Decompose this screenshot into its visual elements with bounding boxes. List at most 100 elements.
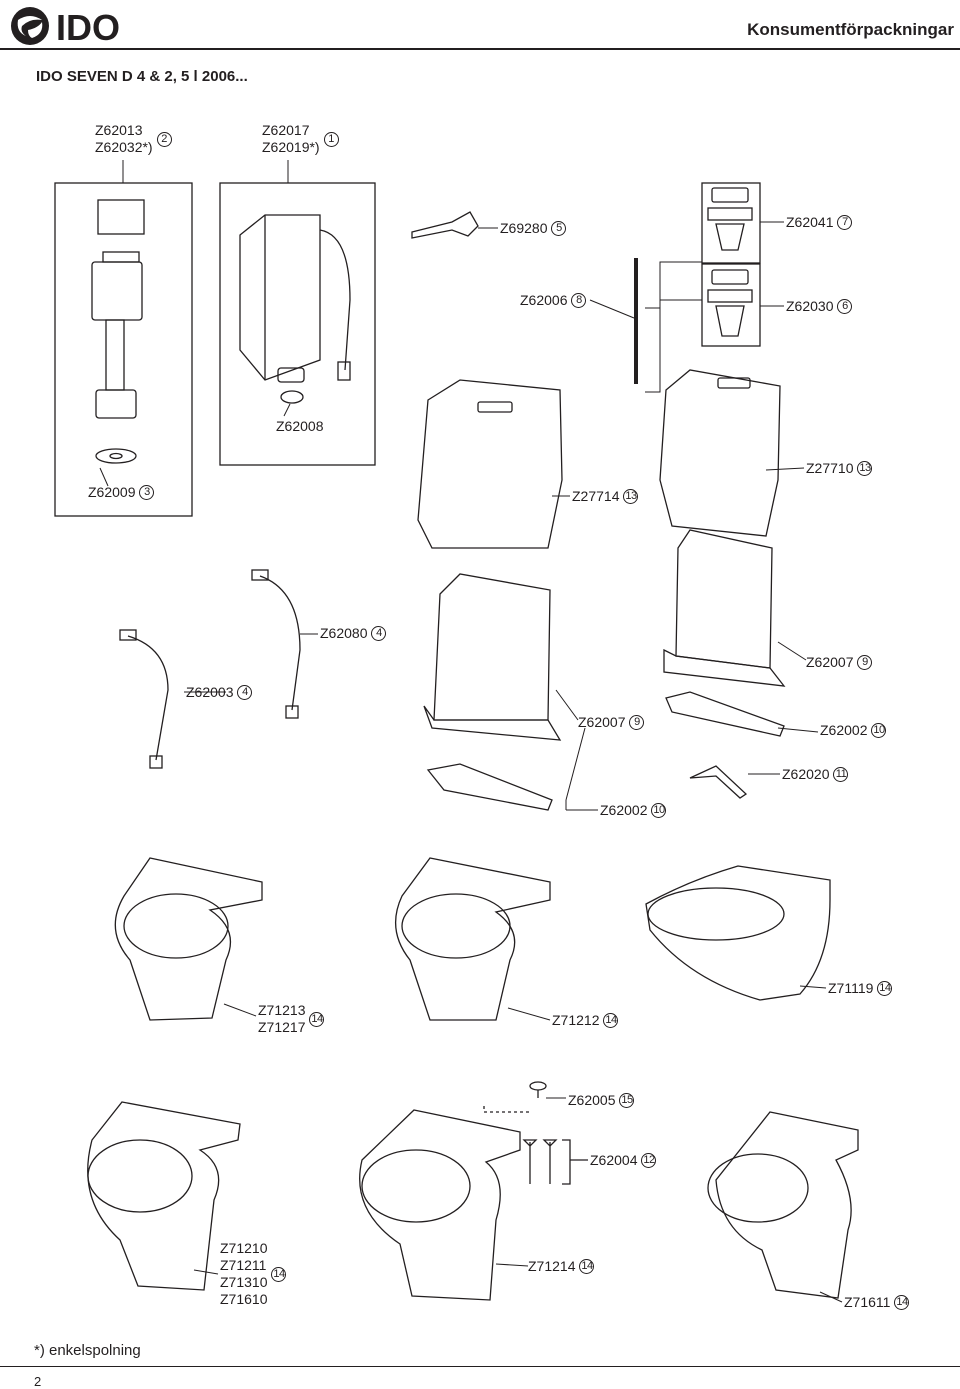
part-code: Z62019*) bbox=[262, 139, 320, 155]
part-number-badge: 1 bbox=[323, 131, 339, 147]
part-code: Z27710 bbox=[806, 460, 854, 476]
part-number-badge: 4 bbox=[237, 685, 253, 700]
part-code: Z71217 bbox=[258, 1019, 306, 1035]
part-number-badge: 15 bbox=[619, 1093, 635, 1108]
part-code: Z71212 bbox=[552, 1012, 600, 1028]
label-o-ring: Z62008 bbox=[276, 418, 323, 435]
ido-logo: IDO bbox=[8, 4, 158, 48]
part-code: Z62007 bbox=[806, 654, 854, 670]
bowl-row2-drawings bbox=[87, 1101, 859, 1301]
part-number-badge: 10 bbox=[871, 723, 887, 738]
part-number-badge: 4 bbox=[371, 626, 387, 641]
part-code: Z71211 bbox=[220, 1257, 267, 1273]
cistern-tank-left-drawing bbox=[433, 573, 551, 721]
part-code: Z62032*) bbox=[95, 139, 153, 155]
header-title: Konsumentförpackningar bbox=[747, 20, 954, 39]
part-code: Z62009 bbox=[88, 484, 136, 500]
part-number-badge: 14 bbox=[271, 1266, 287, 1282]
gasket-left-drawing bbox=[426, 763, 553, 811]
part-code: Z71611 bbox=[844, 1294, 891, 1310]
part-number-badge: 13 bbox=[623, 489, 639, 504]
part-code: Z62002 bbox=[600, 802, 648, 818]
part-code: Z71310 bbox=[220, 1274, 268, 1290]
hose-short-drawing bbox=[127, 635, 169, 761]
cap-drawing bbox=[529, 1081, 547, 1091]
part-number-badge: 2 bbox=[156, 131, 172, 147]
lever-drawing bbox=[411, 211, 479, 239]
part-number-badge: 8 bbox=[571, 293, 587, 308]
part-code: Z27714 bbox=[572, 488, 620, 504]
part-number-badge: 14 bbox=[877, 981, 893, 996]
button-set-a-box bbox=[701, 182, 761, 264]
hose-long-drawing bbox=[259, 575, 301, 711]
part-number-badge: 14 bbox=[309, 1011, 325, 1027]
part-code: Z62008 bbox=[276, 418, 324, 434]
flush-valve-box bbox=[219, 182, 376, 466]
part-number-badge: 11 bbox=[833, 767, 849, 782]
part-code: Z62007 bbox=[578, 714, 626, 730]
part-code: Z62020 bbox=[782, 766, 830, 782]
screws-drawing bbox=[522, 1139, 558, 1184]
inlet-valve-drawing bbox=[91, 199, 145, 464]
flush-valve-drawing bbox=[239, 214, 351, 404]
button-set-b-box bbox=[701, 263, 761, 347]
fixing-plate-drawing bbox=[689, 765, 748, 799]
part-code: Z71210 bbox=[220, 1240, 268, 1256]
svg-text:IDO: IDO bbox=[56, 7, 120, 48]
footer-divider bbox=[0, 1366, 960, 1367]
cistern-tank-right-drawing bbox=[675, 529, 773, 669]
leader-lines bbox=[99, 160, 843, 1303]
part-number-badge: 13 bbox=[857, 461, 873, 476]
part-code: Z62013 bbox=[95, 122, 143, 138]
part-code: Z71214 bbox=[528, 1258, 576, 1274]
part-number-badge: 12 bbox=[641, 1153, 657, 1168]
header-divider bbox=[0, 48, 960, 50]
part-number-badge: 6 bbox=[837, 299, 853, 314]
gasket-right-drawing bbox=[665, 691, 785, 737]
part-code: Z62041 bbox=[786, 214, 834, 230]
part-code: Z62004 bbox=[590, 1152, 638, 1168]
part-code: Z62017 bbox=[262, 122, 310, 138]
part-number-badge: 9 bbox=[629, 715, 645, 730]
footnote: *) enkelspolning bbox=[34, 1342, 141, 1359]
part-number-badge: 14 bbox=[579, 1259, 595, 1274]
part-number-badge: 3 bbox=[139, 485, 155, 500]
part-number-badge: 14 bbox=[603, 1013, 619, 1028]
part-number-badge: 5 bbox=[551, 221, 567, 236]
page-number: 2 bbox=[34, 1374, 42, 1389]
part-number-badge: 7 bbox=[837, 215, 853, 230]
part-number-badge: 9 bbox=[857, 655, 873, 670]
part-code: Z62002 bbox=[820, 722, 868, 738]
part-code: Z62005 bbox=[568, 1092, 616, 1108]
part-code: Z62080 bbox=[320, 625, 368, 641]
cistern-cover-right-drawing bbox=[659, 369, 781, 537]
part-number-badge: 10 bbox=[651, 803, 667, 818]
part-code: Z62006 bbox=[520, 292, 568, 308]
bowl-row1-drawings bbox=[114, 857, 831, 1021]
part-code: Z62003 bbox=[186, 684, 234, 700]
